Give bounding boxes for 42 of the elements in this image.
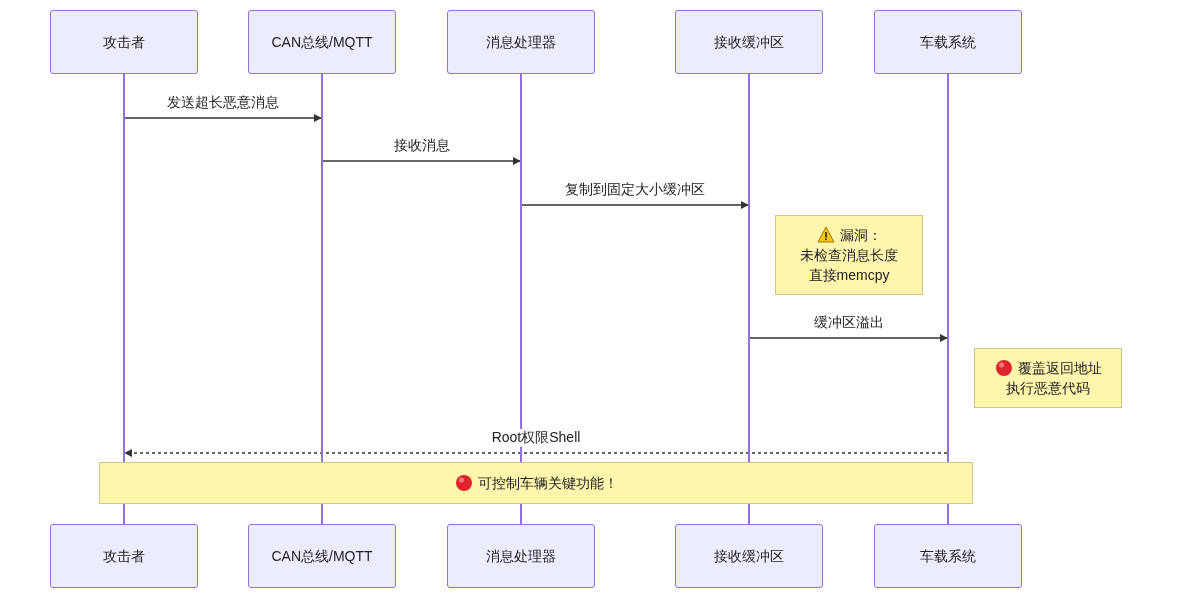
participant-name: 车载系统 <box>920 33 976 52</box>
participant-box <box>248 524 396 588</box>
participant-name: 接收缓冲区 <box>714 33 784 52</box>
note-text: 漏洞： <box>839 226 882 245</box>
participant-box <box>874 524 1022 588</box>
participant-name: 车载系统 <box>920 547 976 566</box>
participant-box <box>50 10 198 74</box>
participant-box <box>447 524 595 588</box>
lifeline <box>947 74 949 524</box>
participant-name: 消息处理器 <box>486 33 556 52</box>
participant-name: 攻击者 <box>103 547 145 566</box>
lifeline <box>123 74 125 524</box>
participant-name: CAN总线/MQTT <box>271 33 373 52</box>
arrow <box>322 157 521 165</box>
lifeline <box>321 74 323 524</box>
participant-box <box>675 10 823 74</box>
note-text: 执行恶意代码 <box>1006 379 1090 398</box>
participant-box <box>447 10 595 74</box>
edge-label: 发送超长恶意消息 <box>165 94 281 112</box>
edge-label: 接收消息 <box>391 137 452 155</box>
participant-box <box>675 524 823 588</box>
note-box <box>775 215 923 295</box>
note-text: 覆盖返回地址 <box>1017 359 1102 378</box>
note-text: 可控制车辆关键功能！ <box>477 474 618 493</box>
participant-box <box>50 524 198 588</box>
arrow <box>124 114 322 122</box>
participant-box <box>248 10 396 74</box>
note-text: 未检查消息长度 <box>800 246 898 265</box>
participant-name: 攻击者 <box>103 33 145 52</box>
note-box <box>99 462 973 504</box>
participant-name: 消息处理器 <box>486 547 556 566</box>
edge-label: Root权限Shell <box>489 429 583 447</box>
lifeline <box>748 74 750 524</box>
note-box <box>974 348 1122 408</box>
edge-label: 复制到固定大小缓冲区 <box>563 181 707 199</box>
participant-name: 接收缓冲区 <box>714 547 784 566</box>
arrow <box>521 201 749 209</box>
dashed-arrow <box>124 449 948 457</box>
note-text: 直接memcpy <box>808 266 890 285</box>
arrow <box>749 334 948 342</box>
participant-box <box>874 10 1022 74</box>
participant-name: CAN总线/MQTT <box>271 547 373 566</box>
